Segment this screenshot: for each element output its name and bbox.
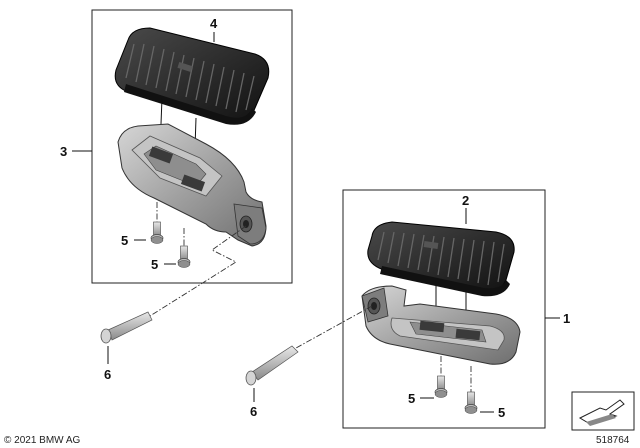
callout-5-left-1: 5 bbox=[121, 233, 128, 248]
bolt-right-2 bbox=[464, 366, 478, 414]
callout-5-right-2: 5 bbox=[498, 405, 505, 420]
bolt-right-1 bbox=[434, 356, 448, 398]
rubber-pad-lower bbox=[367, 221, 515, 297]
callout-1: 1 bbox=[563, 311, 570, 326]
callout-2: 2 bbox=[462, 193, 469, 208]
view-direction-icon bbox=[571, 391, 635, 431]
callout-6-left: 6 bbox=[104, 367, 111, 382]
callout-4: 4 bbox=[210, 16, 218, 31]
pin-left bbox=[100, 311, 153, 344]
assembly-frame-right bbox=[342, 189, 546, 429]
pin-path-right bbox=[295, 305, 373, 349]
pin-path-left bbox=[149, 225, 247, 317]
footrest-base-right bbox=[361, 285, 521, 365]
callout-5-right-1: 5 bbox=[408, 391, 415, 406]
copyright-text: © 2021 BMW AG bbox=[4, 435, 81, 446]
bolt-left-2 bbox=[177, 228, 191, 268]
diagram-number: 518764 bbox=[596, 435, 630, 446]
assembly-frame-left bbox=[91, 9, 293, 284]
pin-right bbox=[245, 345, 299, 386]
callout-5-left-2: 5 bbox=[151, 257, 158, 272]
callout-6-right: 6 bbox=[250, 404, 257, 419]
rubber-pad-upper bbox=[114, 27, 270, 125]
callout-3: 3 bbox=[60, 144, 67, 159]
bolt-left-1 bbox=[150, 202, 164, 244]
